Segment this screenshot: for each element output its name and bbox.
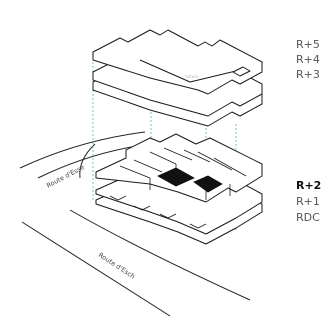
- balcony-steps: [109, 195, 207, 229]
- level-labels: R+5 R+4 R+3 R+2 R+1 RDC: [296, 38, 321, 224]
- core-block-left: [157, 167, 195, 187]
- road-lines: [19, 131, 251, 317]
- level-label-r4: R+4: [296, 53, 320, 66]
- floor-plate-r5: [92, 29, 263, 95]
- circulation-core: [157, 167, 223, 193]
- roof-inner-edge: [139, 59, 241, 83]
- level-label-r2: R+2: [296, 179, 321, 192]
- core-block-right: [193, 175, 223, 193]
- roof-label: toiture: [185, 74, 199, 79]
- level-label-rdc: RDC: [296, 211, 320, 224]
- road-route-esch-edge-1: [69, 209, 251, 301]
- level-label-r3: R+3: [296, 68, 320, 81]
- road-label-route-esch: Route d'Esch: [97, 251, 137, 281]
- level-label-r5: R+5: [296, 38, 320, 51]
- lower-floor-plates: [95, 133, 263, 245]
- road-route-esch-edge-2: [21, 221, 171, 317]
- road-corner-curve: [79, 143, 96, 179]
- level-label-r1: R+1: [296, 195, 320, 208]
- roof-notch: [232, 66, 251, 77]
- road-route-esse-edge-1: [19, 131, 146, 169]
- upper-floor-plates: [92, 29, 263, 127]
